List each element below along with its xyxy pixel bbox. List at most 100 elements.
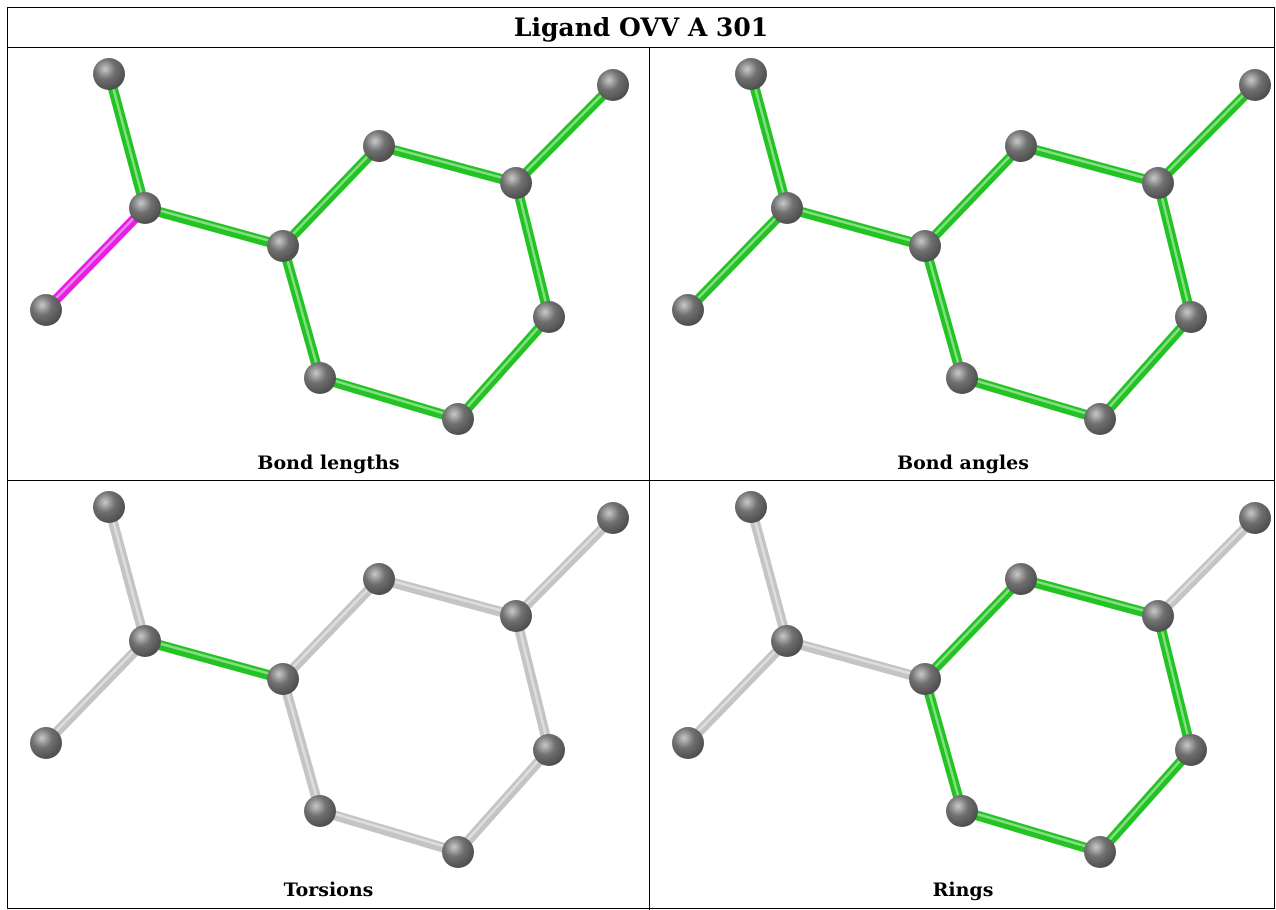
bond-highlight	[1099, 314, 1192, 419]
atom	[30, 727, 62, 759]
atom	[909, 230, 941, 262]
grid-divider-vertical	[649, 48, 650, 910]
bond	[374, 574, 521, 621]
molecule-diagram	[30, 491, 629, 868]
bond	[746, 69, 792, 213]
panel-caption: Bond angles	[897, 452, 1029, 474]
bond-highlight	[923, 244, 964, 377]
bond	[920, 574, 1026, 684]
bond-highlight	[786, 638, 926, 679]
atom	[1175, 301, 1207, 333]
panel-torsions: Torsions	[8, 481, 649, 910]
bond-highlight	[786, 205, 926, 246]
bond-highlight	[961, 375, 1101, 419]
bond	[140, 203, 288, 251]
bond-highlight	[1020, 576, 1159, 616]
bond	[511, 178, 554, 322]
atom	[1142, 600, 1174, 632]
bond-highlight	[319, 808, 459, 852]
panel-caption: Bond lengths	[257, 452, 400, 474]
bond-highlight	[961, 808, 1101, 852]
bond	[1095, 745, 1196, 857]
atom	[500, 167, 532, 199]
bond	[1153, 178, 1196, 322]
bond	[782, 203, 930, 251]
bond-highlight	[319, 375, 459, 419]
atom	[946, 362, 978, 394]
bond-highlight	[923, 677, 964, 810]
bond	[104, 502, 150, 646]
bond-highlight	[107, 72, 147, 207]
atom	[304, 362, 336, 394]
bond	[453, 745, 554, 857]
atom	[93, 491, 125, 523]
atom	[672, 727, 704, 759]
bond	[278, 674, 325, 816]
bond-highlight	[1020, 143, 1159, 183]
atom	[597, 69, 629, 101]
atom	[597, 502, 629, 534]
atom	[909, 663, 941, 695]
bond	[374, 141, 521, 188]
bond	[1153, 80, 1260, 188]
figure-frame: Ligand OVV A 301 Bond lengths Bond angle…	[7, 7, 1276, 910]
atom	[129, 625, 161, 657]
atom	[1142, 167, 1174, 199]
bond-highlight	[515, 82, 614, 183]
bond-highlight	[378, 576, 517, 616]
atom	[1084, 403, 1116, 435]
bond	[140, 636, 288, 684]
bond	[1095, 312, 1196, 424]
bond	[683, 636, 792, 748]
bond	[41, 636, 150, 748]
atom	[93, 58, 125, 90]
bond-highlight	[924, 143, 1022, 246]
bond-highlight	[281, 677, 322, 810]
atom	[735, 58, 767, 90]
atom	[363, 130, 395, 162]
bond	[920, 141, 1026, 251]
bond	[41, 203, 150, 315]
bond-highlight	[282, 576, 380, 679]
figure-title: Ligand OVV A 301	[8, 8, 1274, 48]
atom	[129, 192, 161, 224]
bond	[278, 241, 325, 383]
panel-bond-angles: Bond angles	[650, 48, 1276, 480]
bond-highlight	[107, 505, 147, 640]
bond	[1153, 611, 1196, 755]
bond	[782, 636, 930, 684]
atom	[533, 734, 565, 766]
bond-highlight	[514, 181, 551, 316]
bond	[278, 574, 384, 684]
panel-caption: Torsions	[283, 879, 374, 901]
atom	[1005, 130, 1037, 162]
panel-bond-lengths: Bond lengths	[8, 48, 649, 480]
bond-highlight	[1099, 747, 1192, 852]
atom	[1175, 734, 1207, 766]
bond-highlight	[749, 72, 789, 207]
bond-highlight	[282, 143, 380, 246]
bond-highlight	[515, 515, 614, 616]
molecule-diagram	[30, 58, 629, 435]
bond-highlight	[749, 505, 789, 640]
bond	[315, 806, 463, 857]
bond-highlight	[281, 244, 322, 377]
bond-highlight	[457, 314, 550, 419]
atom	[1005, 563, 1037, 595]
bond	[511, 611, 554, 755]
panel-rings: Rings	[650, 481, 1276, 910]
bond-highlight	[457, 747, 550, 852]
bond-highlight	[514, 614, 551, 749]
atom	[672, 294, 704, 326]
bond	[957, 806, 1105, 857]
panel-caption: Rings	[932, 879, 994, 901]
bond	[315, 373, 463, 424]
bond	[104, 69, 150, 213]
atom	[267, 663, 299, 695]
bond-highlight	[45, 205, 146, 310]
bond-highlight	[378, 143, 517, 183]
atom	[771, 625, 803, 657]
atom	[442, 403, 474, 435]
bond	[453, 312, 554, 424]
bond-highlight	[1157, 515, 1256, 616]
